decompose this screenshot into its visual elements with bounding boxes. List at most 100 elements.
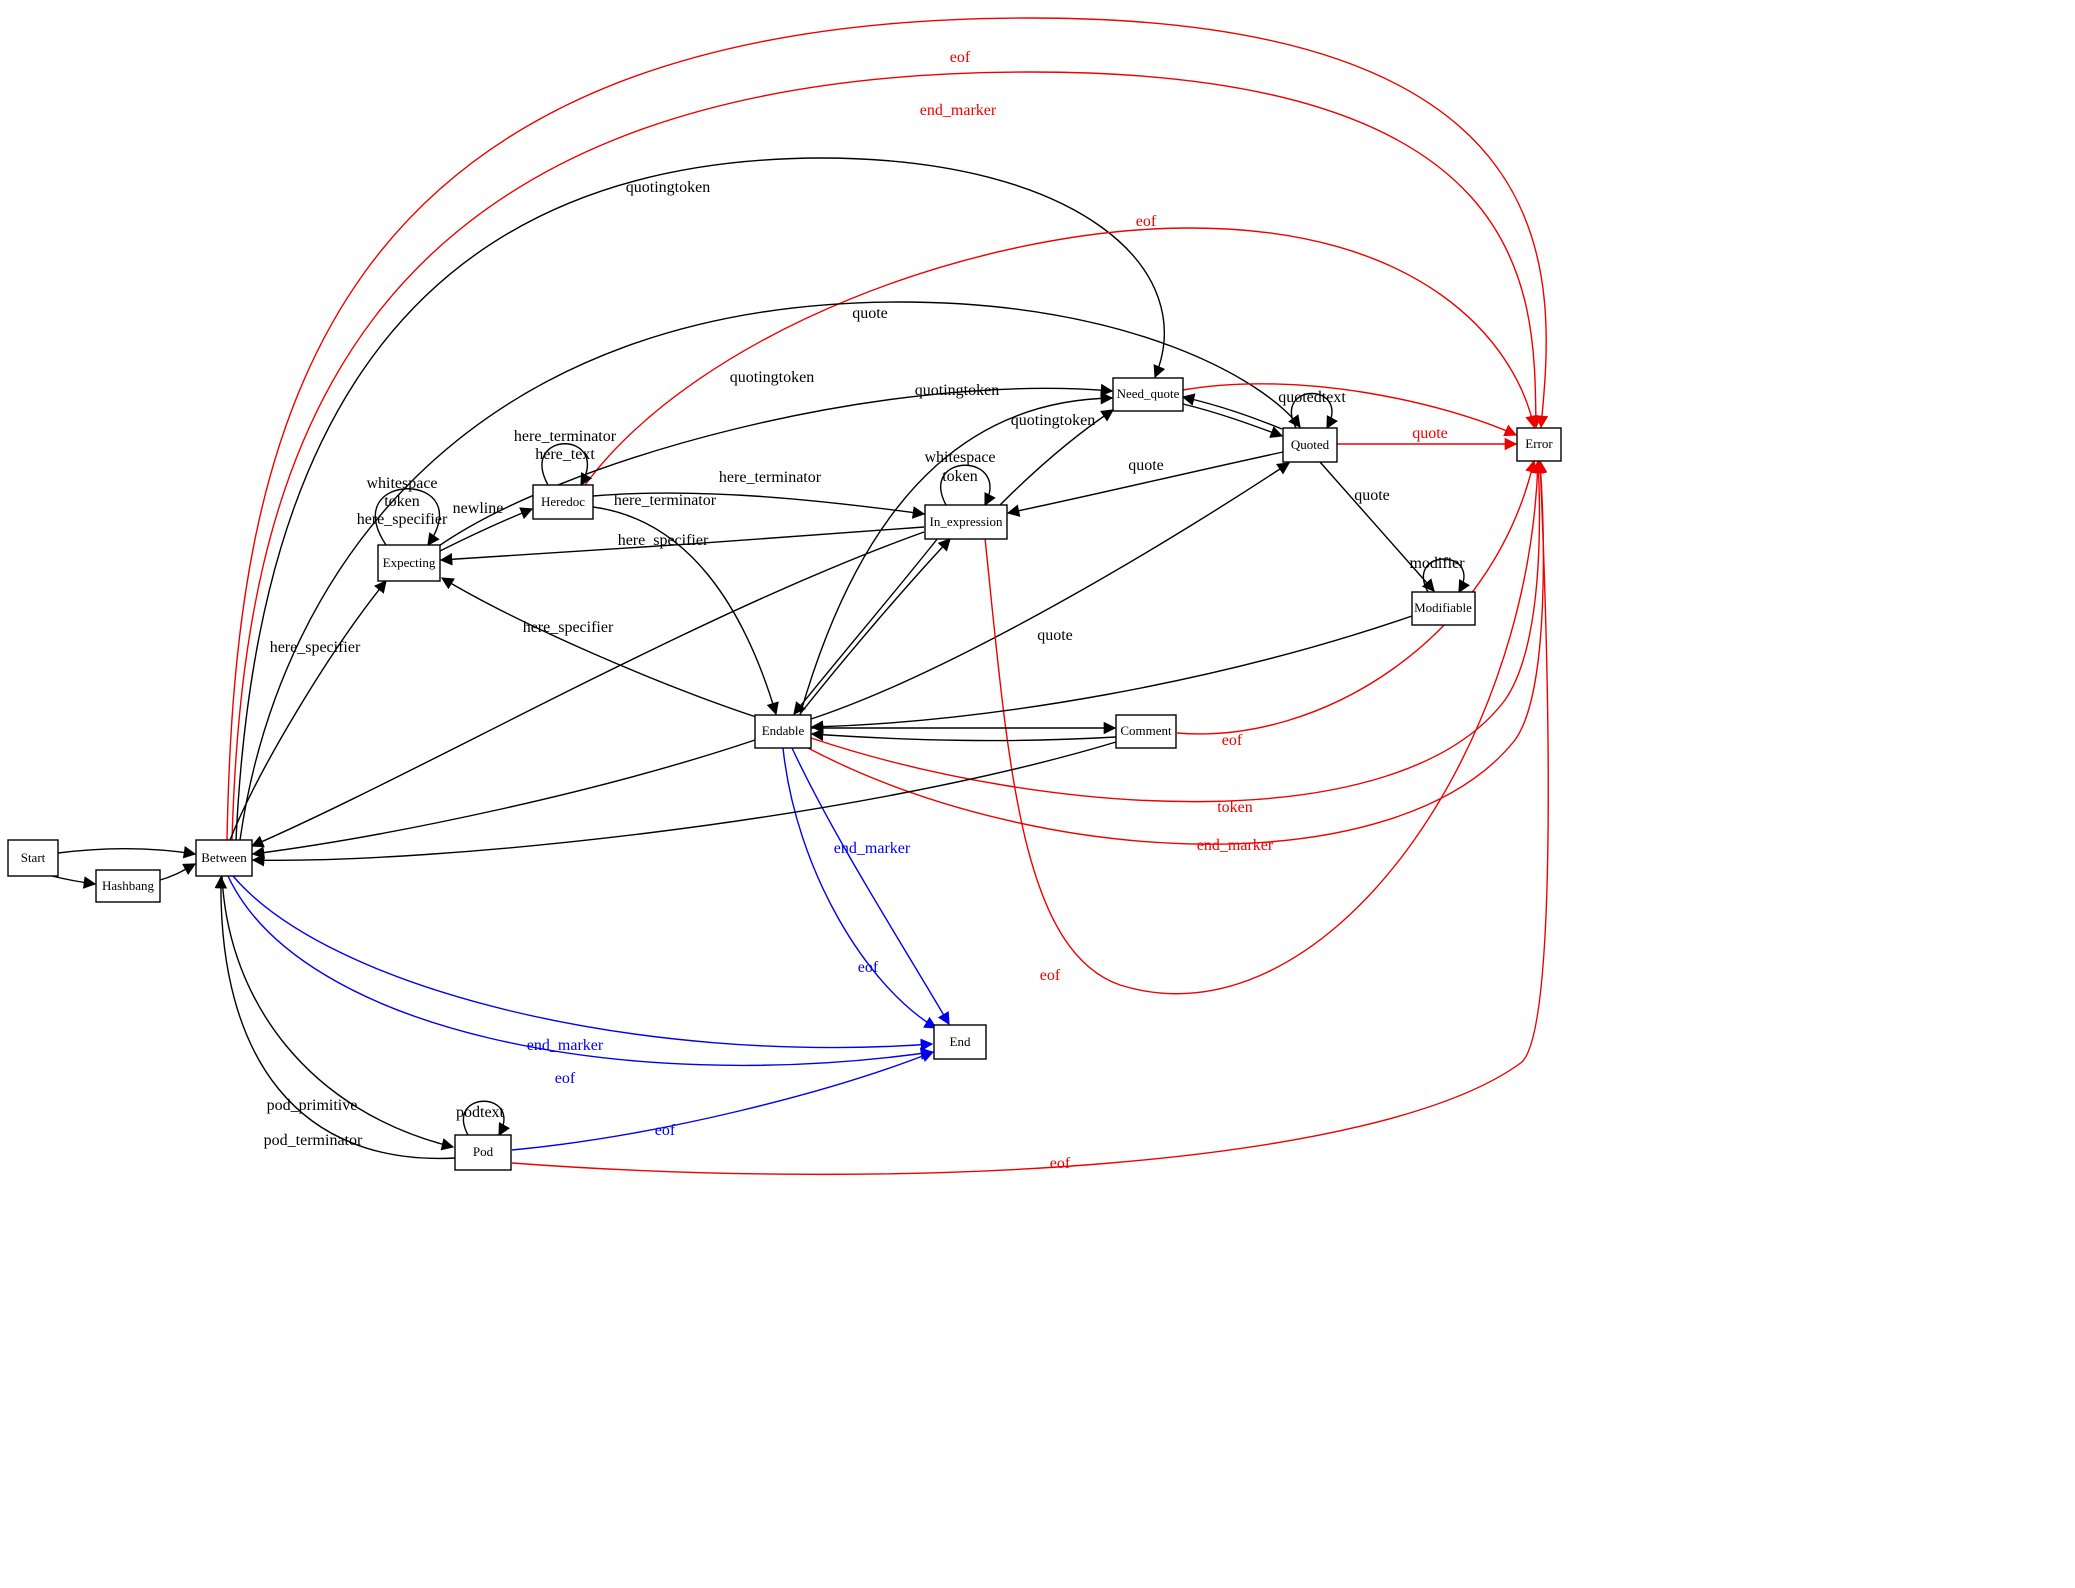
loop-label-here-specifier: here_specifier xyxy=(357,511,448,528)
edge-need-quote-quoted xyxy=(1182,403,1284,439)
node-quoted: Quoted xyxy=(1282,427,1338,463)
edge-label-newline: newline xyxy=(453,500,504,517)
edge-modifiable-endable xyxy=(810,615,1413,733)
node-need-quote-label: Need_quote xyxy=(1117,386,1180,401)
edge-endable-need-quote-quotingtoken xyxy=(799,391,1114,716)
edge-label-quote: quote xyxy=(1412,425,1448,442)
edge-label-here-specifier: here_specifier xyxy=(270,639,361,656)
loop-expecting xyxy=(374,488,441,547)
loop-heredoc xyxy=(541,443,593,487)
edge-label-quote: quote xyxy=(1037,627,1073,644)
edge-start-hashbang xyxy=(51,875,97,889)
edge-comment-error-eof xyxy=(1176,459,1538,735)
edge-heredoc-endable-here-terminator xyxy=(592,506,779,716)
loop-label-token: token xyxy=(384,493,420,510)
edge-label-quotingtoken: quotingtoken xyxy=(626,179,710,196)
edge-label-end-marker: end_marker xyxy=(527,1037,604,1054)
loop-label-podtext: podtext xyxy=(456,1104,505,1121)
node-end-label: End xyxy=(950,1034,971,1049)
edge-label-eof: eof xyxy=(1040,967,1061,984)
node-endable-box xyxy=(754,714,812,749)
node-expecting: Expecting xyxy=(377,544,441,582)
edge-quoted-need-quote xyxy=(1181,393,1283,430)
edge-endable-end-eof xyxy=(782,747,938,1029)
edge-label-here-specifier: here_specifier xyxy=(618,532,709,549)
edge-start-between xyxy=(57,846,197,859)
edges-layer xyxy=(51,17,1549,1176)
edge-label-here-specifier: here_specifier xyxy=(523,619,614,636)
edge-label-quote: quote xyxy=(852,305,888,322)
edge-label-quote: quote xyxy=(1354,487,1390,504)
edge-comment-between xyxy=(251,741,1117,867)
nodes-layer: Start Hashbang Between Expecting Heredoc… xyxy=(7,377,1562,1171)
edge-between-quoted-quote xyxy=(239,301,1301,841)
loop-label-quotedtext: quotedtext xyxy=(1278,389,1346,406)
node-need-quote: Need_quote xyxy=(1112,377,1184,412)
node-modifiable-label: Modifiable xyxy=(1414,600,1472,615)
node-start-label: Start xyxy=(21,850,46,865)
node-error-label: Error xyxy=(1525,436,1553,451)
node-comment-label: Comment xyxy=(1120,723,1172,738)
node-heredoc-box xyxy=(532,484,594,520)
edge-between-pod-pod-primitive xyxy=(221,875,455,1151)
edge-label-eof: eof xyxy=(950,49,971,66)
edge-between-need-quote-quotingtoken xyxy=(235,157,1166,841)
node-quoted-box xyxy=(1282,427,1338,463)
node-hashbang-box xyxy=(95,869,161,903)
edge-endable-error-token xyxy=(810,459,1545,803)
edge-label-here-terminator: here_terminator xyxy=(614,492,717,509)
node-comment-box xyxy=(1115,714,1177,749)
edge-pod-between-pod-terminator xyxy=(214,875,456,1160)
node-pod: Pod xyxy=(454,1134,512,1171)
loop-modifiable xyxy=(1422,558,1471,594)
node-in-expression: In_expression xyxy=(924,504,1008,540)
edge-label-end-marker: end_marker xyxy=(834,840,911,857)
node-modifiable: Modifiable xyxy=(1411,591,1476,626)
node-between: Between xyxy=(195,839,253,877)
edge-pod-end-eof xyxy=(511,1050,935,1151)
node-start-box xyxy=(7,839,59,877)
edge-in-expression-error-eof xyxy=(984,460,1544,995)
loop-pod xyxy=(462,1100,511,1137)
edge-in-expression-between xyxy=(250,531,925,848)
node-end-box xyxy=(933,1024,987,1060)
edge-between-end-eof xyxy=(227,875,934,1067)
node-modifiable-box xyxy=(1411,591,1476,626)
node-end: End xyxy=(933,1024,987,1060)
node-pod-box xyxy=(454,1134,512,1171)
loop-quoted xyxy=(1290,392,1338,430)
loop-label-modifier: modifier xyxy=(1409,555,1465,572)
edge-between-end-end-marker xyxy=(232,875,934,1052)
node-endable: Endable xyxy=(754,714,812,749)
node-error-box xyxy=(1516,427,1562,462)
node-hashbang-label: Hashbang xyxy=(102,878,154,893)
edge-endable-in-expression xyxy=(799,538,951,715)
edge-endable-error-end-marker xyxy=(807,459,1548,845)
node-endable-label: Endable xyxy=(762,723,805,738)
edge-pod-error-eof xyxy=(511,460,1549,1176)
edge-label-pod-terminator: pod_terminator xyxy=(264,1132,363,1149)
edge-need-quote-error xyxy=(1182,383,1518,437)
edge-label-end-marker: end_marker xyxy=(1197,837,1274,854)
edge-endable-quoted-quote xyxy=(810,462,1291,720)
edge-label-eof: eof xyxy=(858,959,879,976)
loop-in-expression xyxy=(940,464,996,507)
edge-endable-expecting-here-specifier xyxy=(440,577,757,718)
loop-label-whitespace: whitespace xyxy=(924,449,995,466)
edge-label-eof: eof xyxy=(655,1122,676,1139)
node-error: Error xyxy=(1516,427,1562,462)
loop-label-whitespace: whitespace xyxy=(366,475,437,492)
node-hashbang: Hashbang xyxy=(95,869,161,903)
node-in-expression-label: In_expression xyxy=(930,514,1003,529)
edge-hashbang-between xyxy=(159,863,197,881)
edge-expecting-heredoc-newline xyxy=(439,507,534,552)
edge-expecting-need-quote-quotingtoken xyxy=(435,383,1114,549)
edge-endable-end-end-marker xyxy=(791,747,950,1026)
node-heredoc-label: Heredoc xyxy=(541,494,585,509)
node-expecting-box xyxy=(377,544,441,582)
edge-label-eof: eof xyxy=(555,1070,576,1087)
edge-label-token: token xyxy=(1217,799,1253,816)
node-pod-label: Pod xyxy=(473,1144,494,1159)
edge-comment-endable xyxy=(810,728,1117,742)
